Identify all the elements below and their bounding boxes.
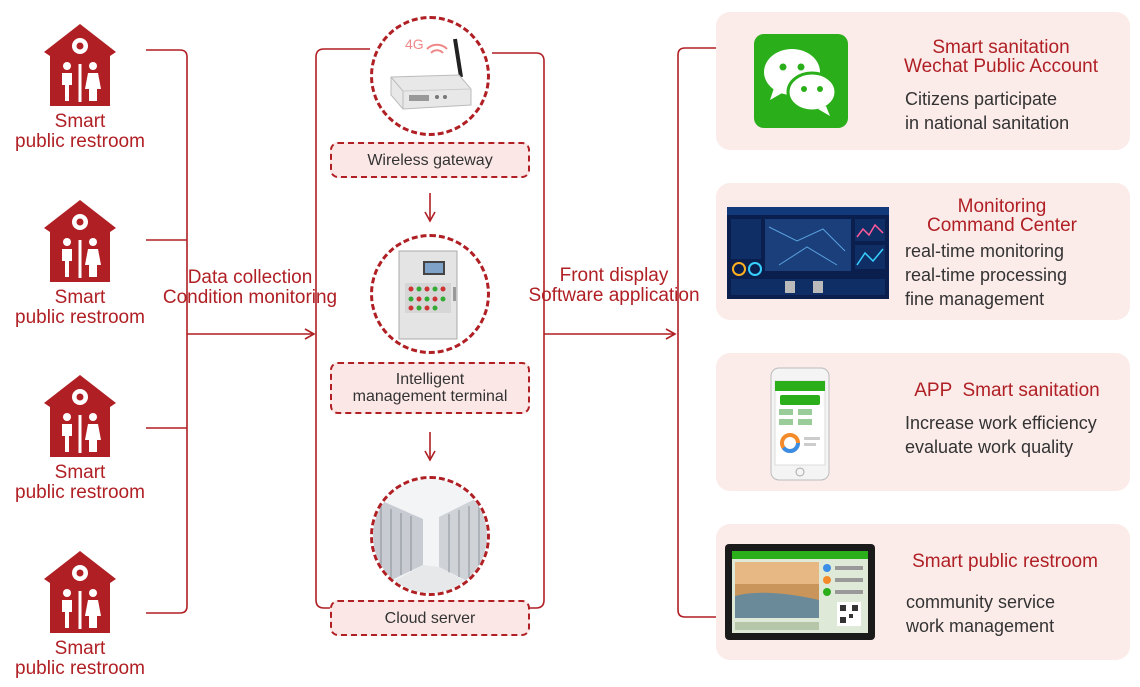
wechat-icon [754, 34, 848, 128]
restroom-label-line2: public restroom [15, 307, 145, 328]
card-title-line1: APP Smart sanitation [914, 380, 1100, 401]
restroom-label-line2: public restroom [15, 482, 145, 503]
terminal-label-box: Intelligent management terminal [330, 362, 530, 414]
command-center-card: Monitoring Command Center real-time moni… [716, 183, 1130, 320]
server-room-icon [373, 479, 487, 593]
card-desc-line: Citizens participate [905, 89, 1058, 109]
card-desc-line: in national sanitation [905, 113, 1070, 133]
restroom-building-icon [44, 200, 116, 282]
restroom-label-line2: public restroom [15, 658, 145, 679]
restroom-screen-card-title: Smart public restroom [890, 552, 1120, 571]
signal-label: 4G [405, 36, 424, 52]
command-center-card-title: Monitoring Command Center [902, 197, 1102, 235]
app-card-title: APP Smart sanitation [892, 381, 1122, 400]
gateway-label-box: Wireless gateway [330, 142, 530, 178]
wechat-card: Smart sanitation Wechat Public Account C… [716, 12, 1130, 150]
terminal-label-line2: management terminal [352, 388, 508, 405]
card-title-line2: Command Center [927, 215, 1077, 236]
terminal-circle [370, 234, 490, 354]
cloud-circle [370, 476, 490, 596]
restroom-label-line1: Smart [54, 111, 106, 132]
restroom-building-icon [44, 375, 116, 457]
wechat-card-title: Smart sanitation Wechat Public Account [886, 38, 1116, 76]
right-flow-line1: Front display [559, 265, 669, 286]
cloud-label-box: Cloud server [330, 600, 530, 636]
right-flow-label: Front display Software application [518, 266, 710, 306]
restroom-label-line1: Smart [54, 638, 106, 659]
card-desc-line: fine management [905, 289, 1045, 309]
right-flow-line2: Software application [528, 285, 700, 306]
restroom-building-icon [44, 551, 116, 633]
router-icon: 4G [390, 36, 472, 110]
card-desc-line: Increase work efficiency [905, 413, 1097, 433]
restroom-label-line1: Smart [54, 462, 106, 483]
card-desc-line: work management [906, 616, 1055, 636]
dashboard-screen-icon [727, 207, 889, 299]
card-title-line1: Monitoring [957, 196, 1047, 217]
smartphone-icon [770, 367, 830, 481]
restroom-building-icon [44, 24, 116, 106]
command-center-card-desc: real-time monitoring real-time processin… [905, 239, 1125, 311]
gateway-label: Wireless gateway [367, 151, 493, 169]
card-desc-line: real-time processing [905, 265, 1068, 285]
gateway-circle: 4G [370, 16, 490, 136]
left-flow-label: Data collection Condition monitoring [150, 268, 350, 308]
card-title-line1: Smart sanitation [932, 37, 1070, 58]
card-title-line1: Smart public restroom [912, 551, 1098, 572]
control-cabinet-icon [398, 250, 458, 340]
terminal-label-line1: Intelligent [395, 371, 465, 388]
card-desc-line: evaluate work quality [905, 437, 1074, 457]
restroom-label-line1: Smart [54, 287, 106, 308]
left-flow-line2: Condition monitoring [162, 287, 338, 308]
restroom-screen-card: Smart public restroom community service … [716, 524, 1130, 660]
card-desc-line: community service [906, 592, 1056, 612]
cloud-label: Cloud server [384, 609, 476, 627]
left-flow-line1: Data collection [187, 267, 313, 288]
app-card-desc: Increase work efficiency evaluate work q… [905, 411, 1127, 459]
restroom-screen-card-desc: community service work management [906, 590, 1126, 638]
wechat-card-desc: Citizens participate in national sanitat… [905, 87, 1125, 135]
app-card: APP Smart sanitation Increase work effic… [716, 353, 1130, 491]
restroom-label-line2: public restroom [15, 131, 145, 152]
display-panel-icon [725, 544, 875, 640]
card-desc-line: real-time monitoring [905, 241, 1065, 261]
card-title-line2: Wechat Public Account [904, 56, 1098, 77]
